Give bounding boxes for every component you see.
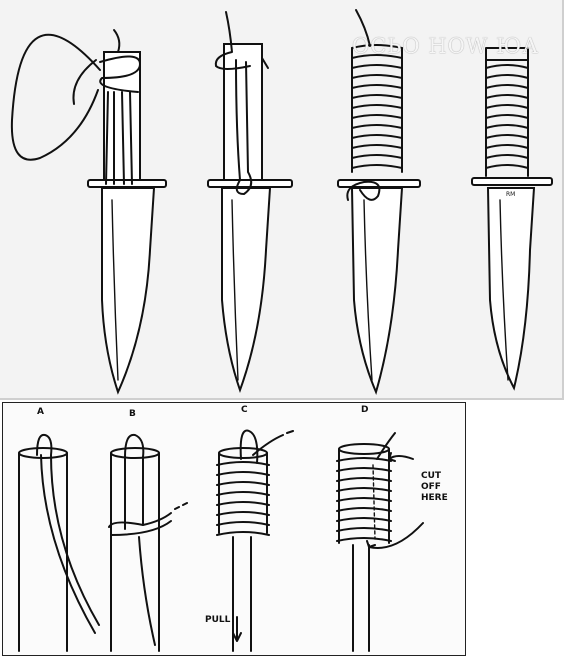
- knife-3-cord-top: [355, 9, 371, 47]
- pull-arrow: [232, 616, 242, 642]
- step-c-cord: [239, 429, 259, 464]
- knife-4-blade: [486, 187, 536, 391]
- knife-1-cord-loop: [10, 33, 101, 161]
- step-d-cord-top: [376, 432, 396, 460]
- knife-4-pommel: [485, 47, 529, 61]
- knife-wrapping-panel: RM ОСЬО HOW ЮА: [0, 0, 564, 400]
- step-a-drawing: [18, 433, 100, 652]
- knife-2-handle: [223, 43, 263, 181]
- knife-2: [207, 11, 293, 393]
- knife-1-guard: [87, 179, 167, 188]
- knife-4-wraps: [485, 59, 529, 177]
- cut-off-here-note: CUT OFF HERE: [421, 471, 448, 503]
- step-c-label: C: [241, 405, 248, 415]
- knife-3-wraps: [351, 44, 403, 173]
- whipping-steps-illustration: [18, 429, 424, 652]
- watermark: ОСЬО HOW ЮА: [352, 34, 540, 58]
- knife-2-cord: [214, 11, 251, 70]
- knife-1-blade: [101, 187, 156, 395]
- step-b-cord: [124, 433, 145, 530]
- knife-1: [10, 29, 167, 395]
- step-d-drawing: [336, 432, 424, 652]
- pull-label: PULL: [205, 615, 231, 625]
- knife-wrapping-illustration: RM: [10, 9, 553, 395]
- cut-arrow-bottom: [366, 522, 424, 549]
- step-d-wraps: [336, 457, 392, 542]
- cut-arrow-top: [388, 452, 414, 462]
- knife-2-blade: [221, 187, 272, 393]
- knife-4: RM: [471, 47, 553, 391]
- knife-3: [337, 9, 421, 395]
- whipping-steps-panel: A B C D PULL CUT OFF HERE: [2, 402, 466, 656]
- knife-4-stamp: RM: [506, 191, 515, 198]
- step-d-label: D: [361, 405, 369, 415]
- step-b-drawing: [108, 433, 188, 652]
- step-a-cord: [36, 433, 100, 626]
- step-c-wraps: [216, 461, 270, 536]
- knife-3-blade: [350, 187, 404, 395]
- knife-4-guard: [471, 177, 553, 186]
- step-a-label: A: [37, 407, 44, 417]
- step-b-label: B: [129, 409, 136, 419]
- step-c-drawing: [216, 429, 294, 652]
